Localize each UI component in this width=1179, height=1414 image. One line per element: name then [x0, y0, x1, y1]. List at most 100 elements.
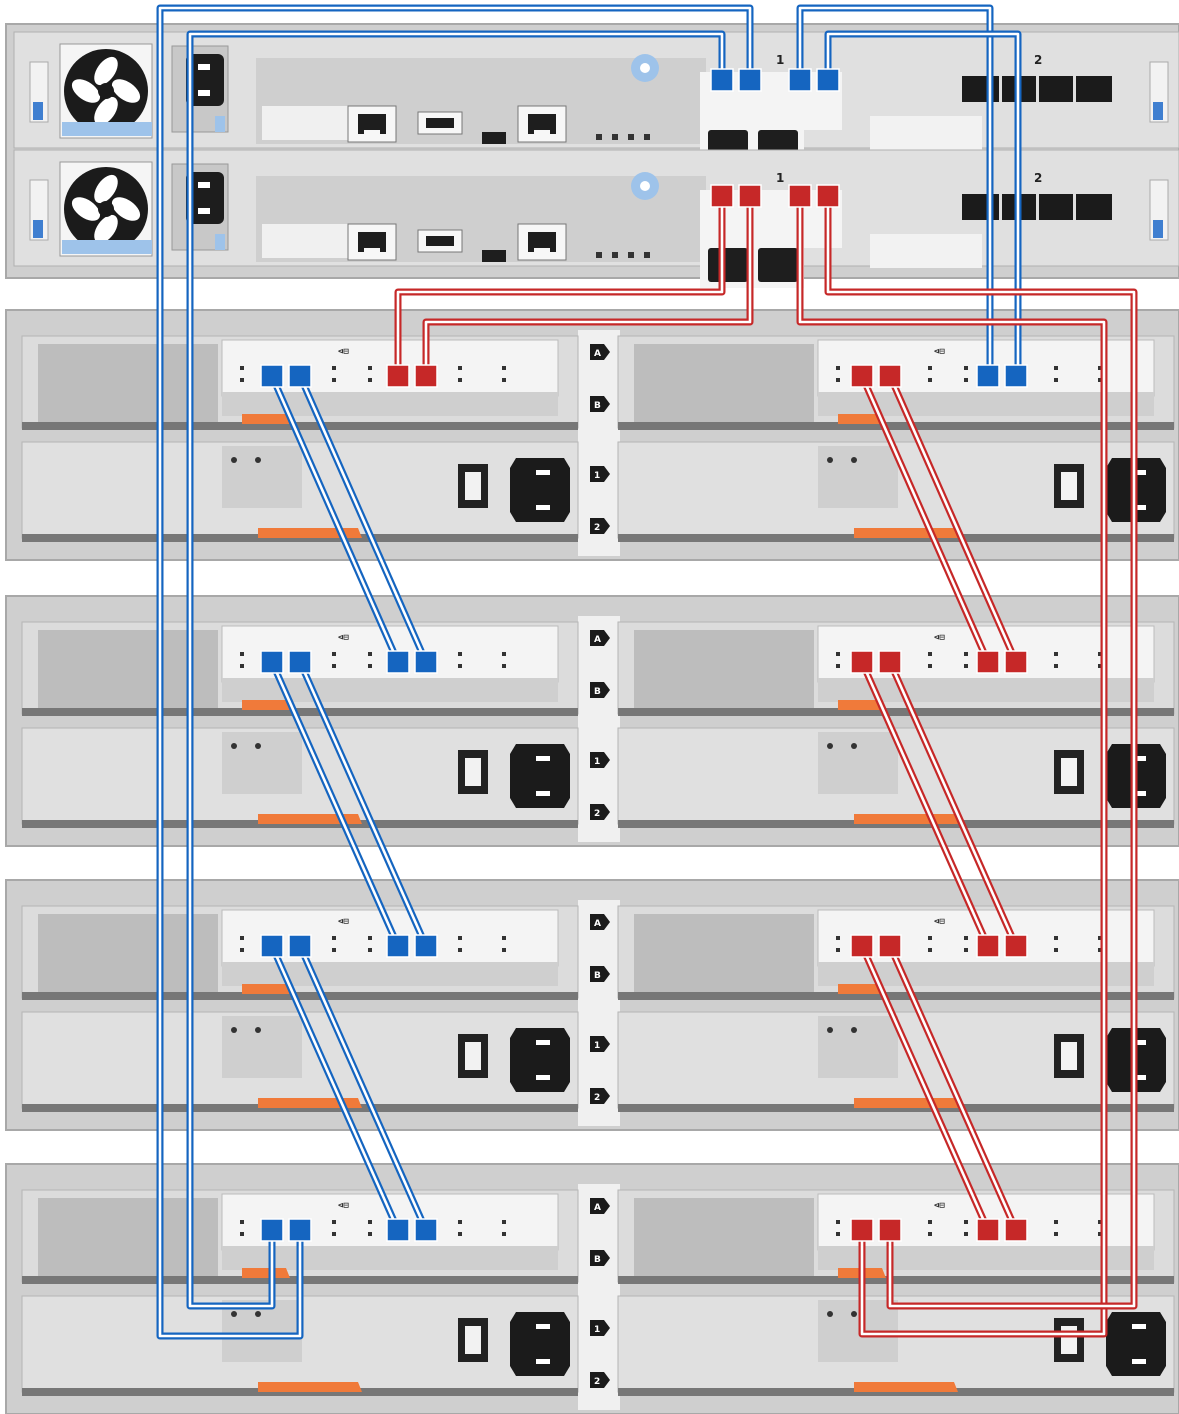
status-dot	[836, 1220, 840, 1224]
rj45-key	[364, 130, 380, 136]
hic-divider	[999, 76, 1002, 102]
power-inlet-icon	[172, 164, 228, 250]
hic-divider	[1073, 76, 1076, 102]
status-dot	[458, 366, 462, 370]
status-dot	[1054, 1232, 1058, 1236]
sas-connector	[289, 651, 311, 673]
status-dot	[964, 664, 968, 668]
power-switch-icon	[1054, 464, 1084, 508]
fan-handle	[62, 240, 152, 254]
power-switch-icon	[458, 750, 488, 794]
status-dot	[368, 664, 372, 668]
power-switch-icon	[1054, 1034, 1084, 1078]
switch-rocker	[465, 1042, 481, 1070]
status-dot	[1054, 652, 1058, 656]
inlet-pin	[536, 1040, 550, 1045]
sas-connector	[711, 185, 733, 207]
badge-label: A	[594, 349, 601, 359]
rj45-port-icon	[348, 224, 396, 260]
status-dot	[1054, 936, 1058, 940]
status-dot	[502, 366, 506, 370]
badge-label: B	[594, 1255, 601, 1265]
hic-divider	[1036, 76, 1039, 102]
sas-connector	[387, 1219, 409, 1241]
release-tab	[242, 1268, 290, 1278]
iom-rail	[618, 422, 1174, 430]
sas-connector	[261, 935, 283, 957]
sas-connector	[879, 651, 901, 673]
sas-connector	[977, 365, 999, 387]
sas-connector	[817, 185, 839, 207]
badge-label: 2	[594, 809, 600, 819]
right-latch	[1153, 102, 1163, 120]
sas-symbol: ⊲⊟	[338, 633, 349, 643]
sas-connector	[415, 935, 437, 957]
iom-lower	[222, 392, 558, 416]
inlet-pin	[536, 470, 550, 475]
rj45-key	[534, 248, 550, 254]
release-tab	[854, 1382, 958, 1392]
badge-label: 2	[594, 1093, 600, 1103]
status-dot	[628, 252, 634, 258]
psu-led	[827, 457, 833, 463]
power-switch-icon	[1054, 750, 1084, 794]
inlet-pin	[536, 505, 550, 510]
rj45-port-icon	[518, 106, 566, 142]
switch-rocker	[465, 1326, 481, 1354]
iom-grille	[634, 1198, 814, 1276]
rj45-port-icon	[348, 106, 396, 142]
psu-led	[231, 743, 237, 749]
inlet-pin	[1132, 1359, 1146, 1364]
status-dot	[458, 1232, 462, 1236]
psu-latch	[215, 234, 225, 250]
iom-rail	[618, 1276, 1174, 1284]
psu-inlet	[510, 458, 570, 522]
switch-rocker	[465, 758, 481, 786]
badge-label: B	[594, 687, 601, 697]
psu-led	[851, 743, 857, 749]
sas-connector	[415, 1219, 437, 1241]
status-dot	[596, 134, 602, 140]
power-switch-icon	[458, 464, 488, 508]
hic-divider	[1073, 194, 1076, 220]
status-dot	[612, 252, 618, 258]
status-dot	[368, 936, 372, 940]
psu-led-area	[818, 1016, 898, 1078]
port-group-label: 1	[776, 171, 784, 185]
iom-grille	[634, 344, 814, 422]
psu-led	[827, 1311, 833, 1317]
sas-connector	[879, 935, 901, 957]
hic-blank	[870, 234, 982, 268]
inlet-pin	[198, 64, 210, 70]
iom-rail	[22, 992, 578, 1000]
hic-divider	[1036, 194, 1039, 220]
psu-led	[231, 457, 237, 463]
status-dot	[964, 652, 968, 656]
status-dot	[964, 1232, 968, 1236]
locate-led-core	[640, 63, 650, 73]
status-dot	[458, 378, 462, 382]
sas-connector	[739, 69, 761, 91]
iom-lower	[222, 962, 558, 986]
badge-label: B	[594, 401, 601, 411]
psu-inlet	[510, 1028, 570, 1092]
status-dot	[332, 664, 336, 668]
iom-rail	[22, 422, 578, 430]
status-dot	[612, 134, 618, 140]
inlet-pin	[536, 791, 550, 796]
sas-connector	[977, 651, 999, 673]
status-dot	[836, 366, 840, 370]
status-dot	[458, 1220, 462, 1224]
status-dot	[240, 1232, 244, 1236]
psu-inlet	[510, 744, 570, 808]
status-dot	[458, 652, 462, 656]
sas-symbol: ⊲⊟	[934, 633, 945, 643]
power-inlet-icon	[510, 1028, 570, 1092]
badge-label: 1	[594, 1325, 600, 1335]
status-dot	[964, 378, 968, 382]
status-dot	[332, 378, 336, 382]
release-tab	[854, 814, 958, 824]
status-dot	[1054, 948, 1058, 952]
status-dot	[928, 378, 932, 382]
